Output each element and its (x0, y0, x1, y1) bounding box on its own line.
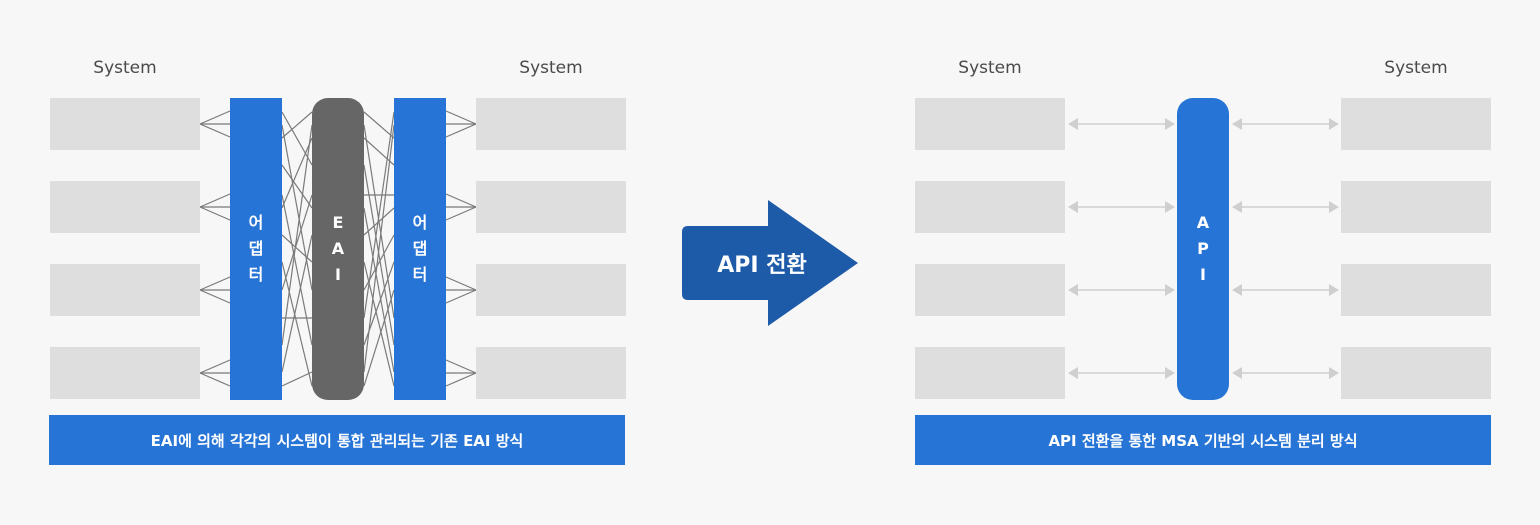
system-box (915, 264, 1065, 316)
mesh-line (363, 207, 395, 373)
arrowhead (1232, 201, 1242, 213)
arrowhead (1068, 284, 1078, 296)
system-box (1341, 181, 1491, 233)
mesh-line (363, 111, 395, 319)
mesh-line (281, 234, 313, 373)
connector-line (199, 193, 231, 208)
system-box (476, 98, 626, 150)
left-system-label: System (958, 58, 1022, 78)
arrowhead (1068, 367, 1078, 379)
connector-line (445, 193, 477, 208)
eai-caption: EAI에 의해 각각의 시스템이 통합 관리되는 기존 EAI 방식 (49, 415, 625, 465)
connector-line (199, 289, 231, 304)
system-box (915, 347, 1065, 399)
arrowhead (1232, 284, 1242, 296)
adapter-left-char: 어 (248, 213, 264, 232)
mesh-line (281, 194, 313, 291)
msa-caption: API 전환을 통한 MSA 기반의 시스템 분리 방식 (915, 415, 1491, 465)
api-char: P (1197, 239, 1209, 258)
adapter-right-char: 터 (412, 265, 428, 284)
system-box (1341, 264, 1491, 316)
arrowhead (1165, 284, 1175, 296)
adapter-right-bar: 어 댑 터 (394, 98, 446, 400)
connector-line (445, 123, 477, 138)
connector-line (445, 289, 477, 304)
system-box (915, 181, 1065, 233)
mesh-line (363, 289, 395, 387)
system-box (50, 181, 200, 233)
transition-arrow-label: API 전환 (717, 253, 807, 278)
connector-line (199, 359, 231, 374)
mesh-line (281, 124, 313, 346)
system-box (50, 264, 200, 316)
mesh-line (363, 111, 395, 139)
system-box (1341, 98, 1491, 150)
connector-line (445, 206, 477, 221)
system-box (50, 98, 200, 150)
mesh-line (281, 371, 313, 387)
eai-mesh-lines (199, 110, 477, 387)
connector-line (445, 110, 477, 125)
arrowhead (1329, 118, 1339, 130)
mesh-line (281, 124, 313, 291)
api-char: I (1200, 265, 1206, 284)
transition-arrow-shape (682, 200, 858, 326)
api-link-arrows (1068, 118, 1339, 379)
eai-bar: E A I (312, 98, 364, 400)
left-system-label: System (93, 58, 157, 78)
arrowhead (1232, 118, 1242, 130)
api-bar: A P I (1177, 98, 1229, 400)
system-box (476, 264, 626, 316)
connector-line (199, 276, 231, 291)
right-system-label: System (519, 58, 583, 78)
system-box (476, 181, 626, 233)
system-box (1341, 347, 1491, 399)
adapter-left-char: 터 (248, 265, 264, 284)
right-system-label: System (1384, 58, 1448, 78)
mesh-line (281, 111, 313, 139)
mesh-line (281, 111, 313, 166)
arrowhead (1068, 118, 1078, 130)
adapter-left-char: 댑 (248, 239, 264, 258)
arrowhead (1165, 118, 1175, 130)
mesh-line (281, 194, 313, 346)
mesh-line (363, 124, 395, 373)
system-box (915, 98, 1065, 150)
arrowhead (1232, 367, 1242, 379)
connector-line (445, 276, 477, 291)
arrowhead (1165, 201, 1175, 213)
arrowhead (1068, 201, 1078, 213)
mesh-line (281, 261, 313, 387)
connector-line (199, 206, 231, 221)
connector-line (199, 110, 231, 125)
eai-char: E (332, 213, 344, 232)
adapter-right-char: 어 (412, 213, 428, 232)
arrowhead (1329, 284, 1339, 296)
mesh-line (363, 234, 395, 291)
mesh-line (363, 164, 395, 346)
arrowhead (1165, 367, 1175, 379)
adapter-right-char: 댑 (412, 239, 428, 258)
system-box (476, 347, 626, 399)
arrowhead (1329, 367, 1339, 379)
eai-char: A (331, 239, 345, 258)
connector-line (445, 372, 477, 387)
system-box (50, 347, 200, 399)
adapter-left-bar: 어 댑 터 (230, 98, 282, 400)
arrowhead (1329, 201, 1339, 213)
connector-line (199, 123, 231, 138)
api-char: A (1196, 213, 1210, 232)
eai-char: I (335, 265, 341, 284)
connector-line (445, 359, 477, 374)
mesh-line (281, 164, 313, 209)
connector-line (199, 372, 231, 387)
mesh-line (363, 137, 395, 166)
mesh-line (363, 207, 395, 236)
mesh-line (281, 137, 313, 209)
